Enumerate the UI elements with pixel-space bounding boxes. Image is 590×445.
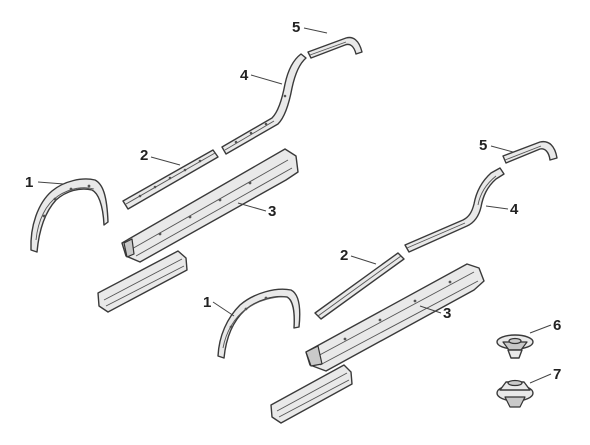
callout-right-1: 1 [203, 294, 211, 311]
right-long-arch-trim [404, 167, 505, 253]
right-arch-end-cap [502, 140, 558, 164]
left-lower-bracket [97, 250, 188, 313]
callout-right-3: 3 [443, 305, 451, 322]
callout-right-6: 6 [553, 317, 561, 334]
left-side-skirt [121, 148, 299, 263]
callout-left-5: 5 [292, 19, 300, 36]
callout-left-2: 2 [140, 147, 148, 164]
right-side-skirt [305, 263, 485, 372]
push-clip [496, 334, 534, 359]
callout-right-4: 4 [510, 201, 519, 218]
left-sill-trim-strip [122, 149, 219, 210]
leader-lines [37, 27, 552, 384]
callout-right-2: 2 [340, 247, 348, 264]
callouts-left: 1 2 3 4 5 [25, 19, 300, 220]
right-lower-bracket [270, 364, 353, 424]
callouts-right: 1 2 3 4 5 6 7 [203, 137, 561, 383]
callout-left-3: 3 [268, 203, 276, 220]
callout-right-7: 7 [553, 366, 561, 383]
left-upper-arch-trim [221, 53, 307, 155]
callout-right-5: 5 [479, 137, 487, 154]
right-sill-trim-strip [314, 252, 405, 320]
left-wheel-arch-flare [30, 178, 109, 253]
callout-left-4: 4 [240, 67, 249, 84]
fastener-clip [496, 379, 534, 408]
callout-left-1: 1 [25, 174, 33, 191]
right-wheel-arch-flare [217, 288, 301, 359]
left-arch-end-cap [307, 36, 363, 59]
